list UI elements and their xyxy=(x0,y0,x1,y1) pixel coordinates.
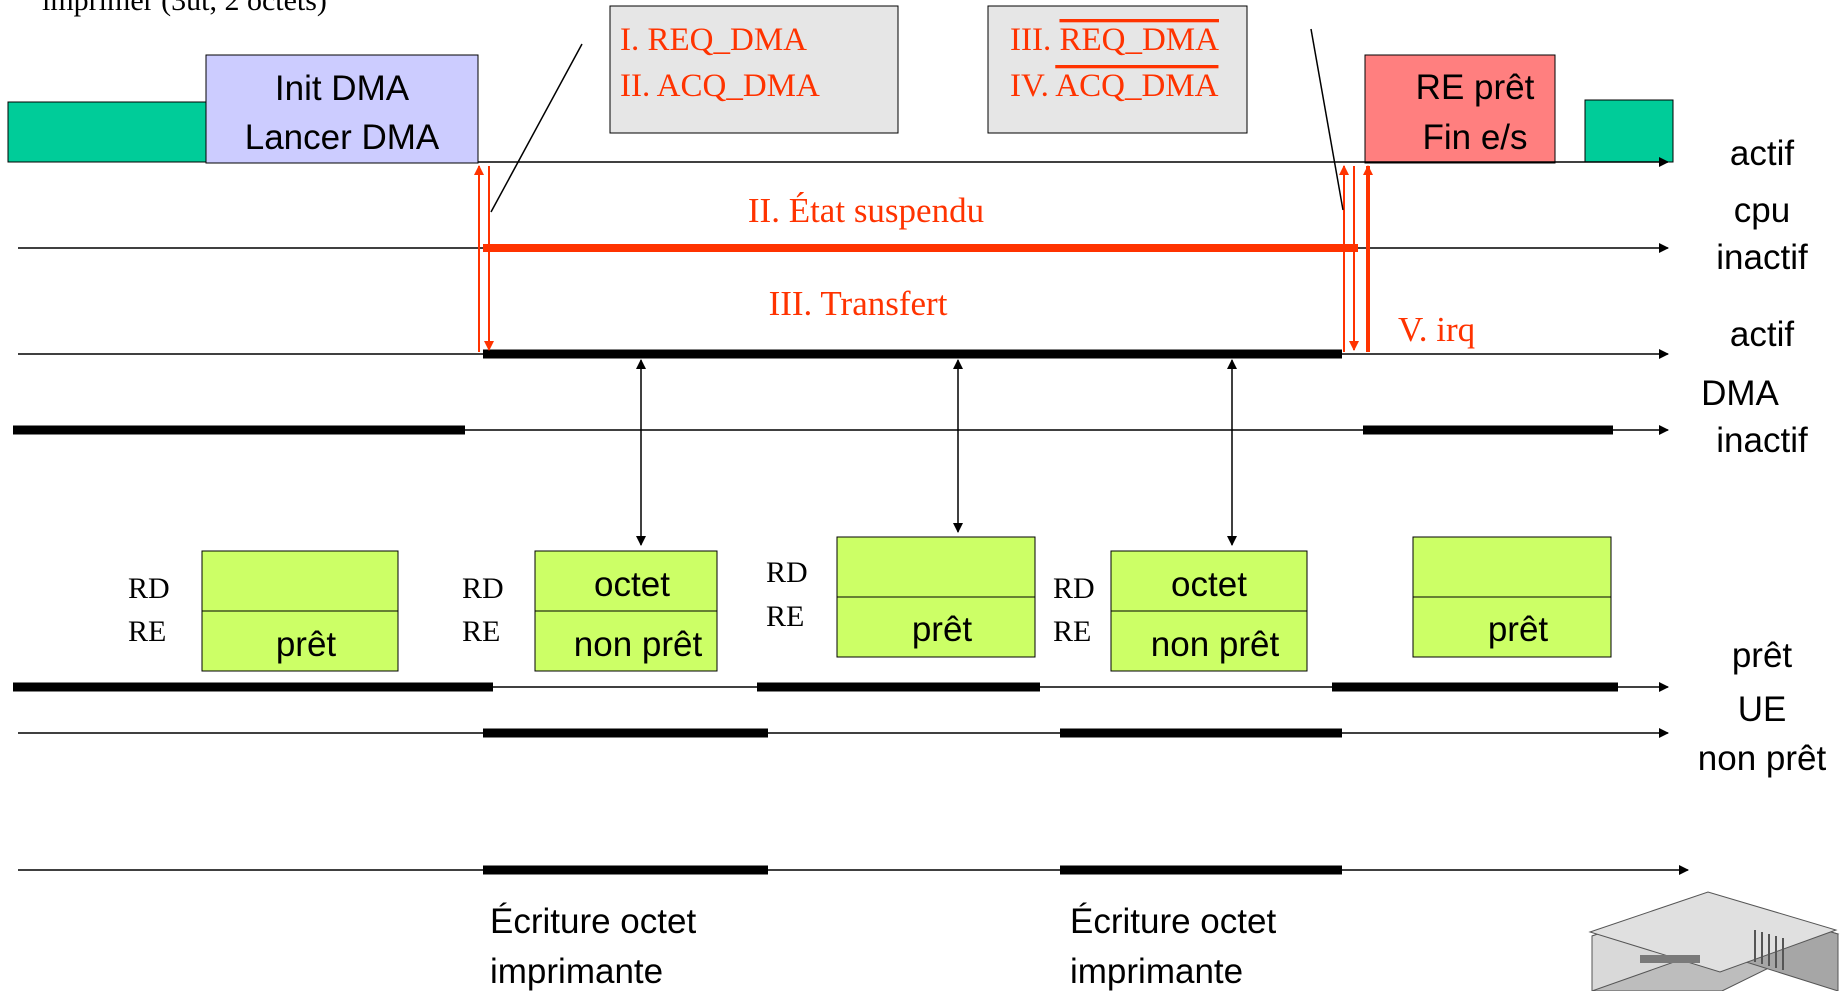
callout-box-right xyxy=(987,5,1248,134)
re-value-5: prêt xyxy=(1488,610,1549,649)
re-label-2: RE xyxy=(462,615,500,648)
re-label-4: RE xyxy=(1053,615,1091,648)
re-value-4: non prêt xyxy=(1151,625,1280,664)
printer-write-label-1b: imprimante xyxy=(490,952,663,991)
ue-name-label: UE xyxy=(1738,690,1787,729)
re-value-3: prêt xyxy=(912,610,973,649)
ue-ready-label: prêt xyxy=(1732,636,1793,675)
rd-label-2: RD xyxy=(462,572,504,605)
page-title-partial: imprimer (3ut, 2 octets) xyxy=(42,0,327,17)
printer-write-label-2b: imprimante xyxy=(1070,952,1243,991)
callout-box-left xyxy=(609,5,899,134)
dma-inactive-label: inactif xyxy=(1716,421,1808,460)
cpu-name-label: cpu xyxy=(1734,191,1790,230)
rd-label-1: RD xyxy=(128,572,170,605)
cpu-active-label: actif xyxy=(1730,134,1794,173)
ue-not-ready-label: non prêt xyxy=(1698,739,1827,778)
cpu-active-bar-right xyxy=(1584,99,1674,163)
re-ready-label: RE prêt xyxy=(1416,68,1535,107)
rd-value-4: octet xyxy=(1171,565,1247,604)
signal-ack-dma-negated: ACQ_DMA xyxy=(1055,68,1218,104)
irq-label: V. irq xyxy=(1398,310,1475,349)
launch-dma-label: Lancer DMA xyxy=(245,118,440,157)
re-label-3: RE xyxy=(766,600,804,633)
re-value-2: non prêt xyxy=(574,625,703,664)
cpu-inactive-label: inactif xyxy=(1716,238,1808,277)
callout-ack-dma: II. ACQ_DMA xyxy=(620,68,820,104)
rd-label-3: RD xyxy=(766,556,808,589)
callout-right-pointer xyxy=(1310,28,1344,211)
dma-name-label: DMA xyxy=(1701,374,1779,413)
init-dma-label: Init DMA xyxy=(275,69,410,108)
printer-icon xyxy=(1588,891,1840,991)
rd-value-2: octet xyxy=(594,565,670,604)
callout-ack-dma-release: IV. ACQ_DMA xyxy=(1010,68,1219,104)
callout-req-dma-release: III. REQ_DMA xyxy=(1010,22,1219,58)
re-label-1: RE xyxy=(128,615,166,648)
cpu-active-bar-left xyxy=(7,101,207,163)
suspended-state-label: II. État suspendu xyxy=(748,191,984,230)
callout-req-dma: I. REQ_DMA xyxy=(620,22,807,58)
transfer-label: III. Transfert xyxy=(769,284,948,323)
end-io-label: Fin e/s xyxy=(1422,118,1527,157)
printer-write-label-2a: Écriture octet xyxy=(1070,902,1276,941)
re-value-1: prêt xyxy=(276,625,337,664)
re-ready-box xyxy=(1364,54,1556,164)
printer-write-label-1a: Écriture octet xyxy=(490,902,696,941)
callout-left-pointer xyxy=(490,43,583,213)
signal-req-dma-negated: REQ_DMA xyxy=(1059,22,1219,58)
dma-active-label: actif xyxy=(1730,315,1794,354)
rd-label-4: RD xyxy=(1053,572,1095,605)
init-dma-box xyxy=(205,54,479,164)
